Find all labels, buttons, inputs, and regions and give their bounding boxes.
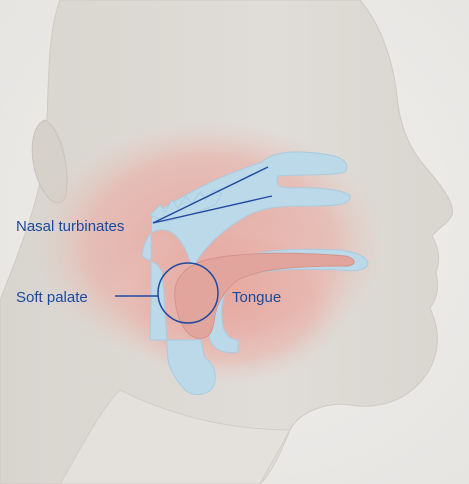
- soft-palate-label: Soft palate: [16, 289, 88, 307]
- tongue-label: Tongue: [232, 289, 281, 307]
- nasal-turbinates-label: Nasal turbinates: [16, 218, 124, 236]
